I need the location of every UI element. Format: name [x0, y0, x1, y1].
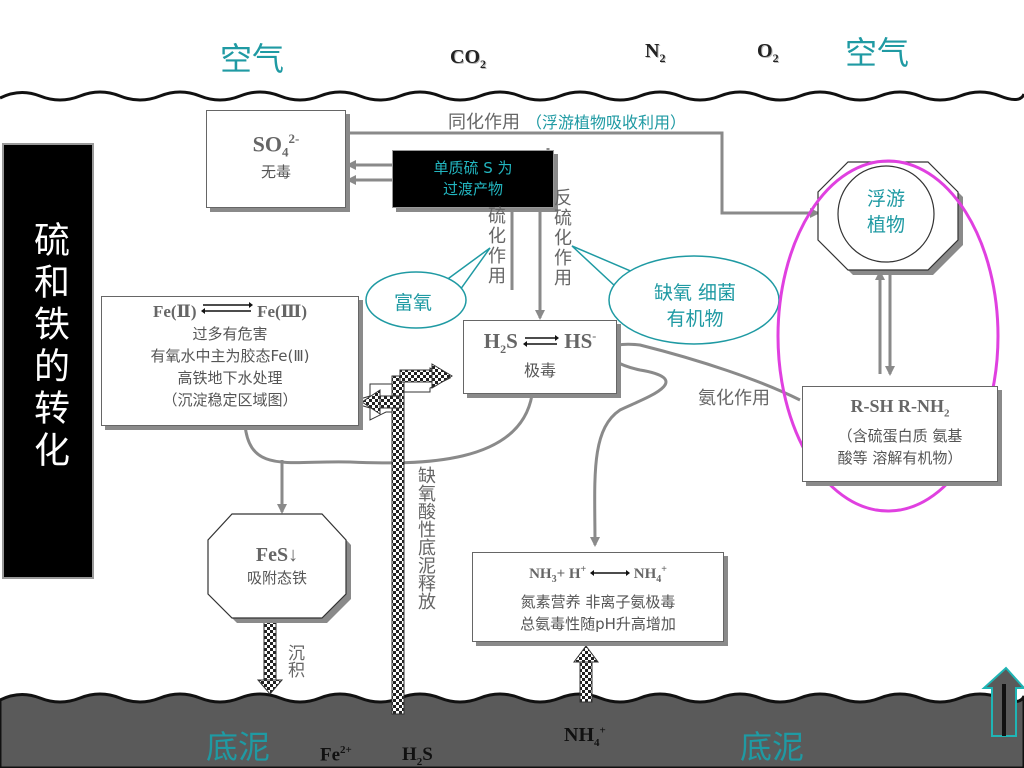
h2s-box: H2S HS- 极毒	[463, 320, 617, 394]
h2s-equilibrium: H2S HS-	[483, 329, 597, 357]
fes-label: FeS↓ 吸附态铁	[208, 544, 346, 588]
organic-line2: （含硫蛋白质 氨基	[837, 426, 963, 445]
anoxic-label: 缺氧 细菌有机物	[653, 282, 737, 330]
release-arrow-left	[377, 395, 401, 409]
nh3-equilibrium: NH3+ H+ NH4+	[529, 563, 667, 585]
gas-n2: N2	[645, 40, 666, 65]
gas-o2: O2	[757, 40, 779, 65]
sulfur-line1: 单质硫 S 为	[433, 159, 513, 177]
so4-formula: SO42-	[252, 131, 300, 160]
so4-box: SO42- 无毒	[206, 110, 346, 208]
title-vertical: 硫和铁的转化	[28, 221, 69, 473]
organic-box: R-SH R-NH2 （含硫蛋白质 氨基 酸等 溶解有机物）	[802, 386, 998, 482]
fes-octagon	[207, 513, 347, 619]
fes-desc: 吸附态铁	[246, 569, 307, 587]
release-arrow-right-head	[431, 363, 453, 389]
nh4-bottom-label: NH4+	[564, 724, 606, 749]
assimilation-label: 同化作用（浮游植物吸收利用）	[448, 112, 687, 133]
sediment-label-left: 底泥	[206, 728, 271, 766]
iron-redox: Fe(Ⅱ) Fe(Ⅲ)	[102, 301, 358, 323]
air-label-right: 空气	[845, 34, 910, 72]
nh3-box: NH3+ H+ NH4+ 氮素营养 非离子氨极毒 总氨毒性随pH升高增加	[472, 552, 724, 642]
fe2-bottom-label: Fe2+	[320, 744, 352, 766]
nh3-line3: 总氨毒性随pH升高增加	[520, 615, 676, 633]
title-panel: 硫和铁的转化	[2, 143, 94, 579]
settle-label: 沉积	[284, 644, 304, 678]
desulfurization-label: 反硫化作用	[551, 188, 572, 288]
sulfur-box: 单质硫 S 为 过渡产物	[392, 150, 554, 208]
iron-line3: 高铁地下水处理	[177, 369, 283, 387]
plankton-label: 浮游植物	[866, 188, 905, 236]
fes-formula: FeS↓	[255, 544, 299, 566]
nh3-line2: 氮素营养 非离子氨极毒	[520, 593, 676, 611]
h2s-bottom-label: H2S	[402, 744, 433, 768]
iron-line2: 有氧水中主为胶态Fe(Ⅲ)	[150, 347, 310, 365]
sediment-label-right: 底泥	[740, 728, 805, 766]
h2s-desc: 极毒	[523, 361, 556, 381]
plankton-octagon	[817, 161, 959, 271]
iron-redox-arrows	[200, 298, 253, 320]
fes-formation-curve	[243, 394, 534, 465]
ammonification-label: 氨化作用	[698, 388, 770, 409]
ammonification-arc	[589, 342, 801, 547]
iron-line4: （沉淀稳定区域图）	[162, 391, 298, 409]
nh3-double-arrow	[589, 563, 630, 585]
oxygen-rich-bubble	[365, 271, 467, 329]
plankton-inner-circle	[837, 165, 935, 263]
so4-desc: 无毒	[260, 162, 291, 181]
iron-line1: 过多有危害	[192, 325, 268, 343]
release-arrow-right	[399, 369, 433, 383]
organic-formula: R-SH R-NH2	[850, 396, 950, 420]
sediment-area	[0, 692, 1024, 768]
nh4-up-arrow-stem	[579, 661, 593, 703]
sulfur-line2: 过渡产物	[442, 180, 503, 198]
air-label-left: 空气	[220, 40, 285, 78]
release-arrow-left-head	[361, 389, 381, 415]
highlight-ellipse	[776, 159, 1000, 513]
water-surface-wave	[0, 90, 1024, 102]
assimilation-arrow	[345, 131, 820, 218]
iron-box: Fe(Ⅱ) Fe(Ⅲ) 过多有危害 有氧水中主为胶态Fe(Ⅲ) 高铁地下水处理 …	[101, 296, 359, 426]
h2s-equilibrium-arrows	[523, 329, 559, 354]
gas-co2: CO2	[450, 46, 486, 71]
sulfurization-label: 硫化作用	[485, 206, 506, 286]
anoxic-release-label: 缺氧酸性底泥释放	[415, 466, 436, 610]
settle-arrow-head	[256, 679, 284, 695]
release-arrow-stem	[391, 375, 405, 715]
oxygen-rich-label: 富氧	[394, 292, 433, 314]
organic-line3: 酸等 溶解有机物）	[837, 448, 963, 467]
nh4-up-arrow-head	[573, 645, 599, 663]
settle-arrow-stem	[263, 617, 277, 681]
